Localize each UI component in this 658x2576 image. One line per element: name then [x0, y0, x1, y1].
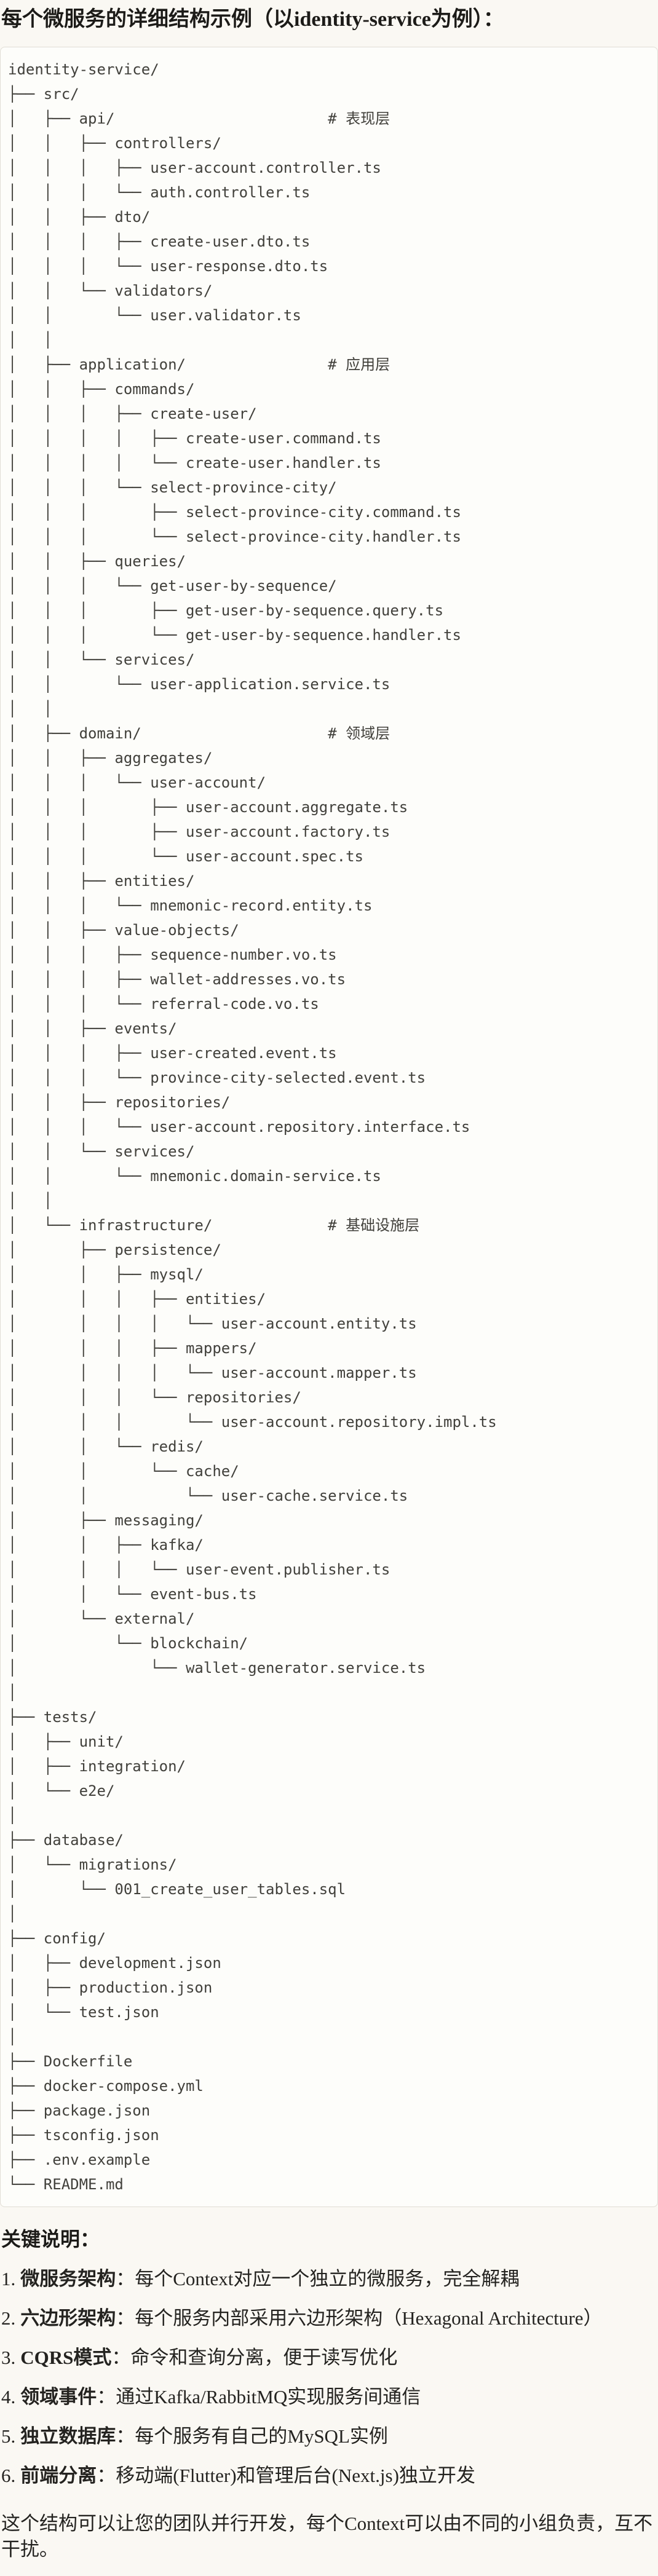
note-item-5: 5.独立数据库：每个服务有自己的MySQL实例 [1, 2424, 658, 2449]
file-tree: identity-service/ ├── src/ │ ├── api/ # … [8, 60, 497, 2193]
note-number: 2. [1, 2307, 16, 2329]
page-title: 每个微服务的详细结构示例（以identity-service为例）： [1, 8, 504, 31]
note-desc: ：命令和查询分离，便于读写优化 [111, 2346, 398, 2368]
note-term: CQRS模式 [20, 2346, 112, 2368]
note-desc: ：移动端(Flutter)和管理后台(Next.js)独立开发 [97, 2464, 475, 2486]
note-desc: ：每个服务有自己的MySQL实例 [116, 2425, 388, 2447]
note-item-1: 1.微服务架构：每个Context对应一个独立的微服务，完全解耦 [1, 2266, 658, 2292]
note-number: 5. [1, 2425, 16, 2447]
note-desc: ：每个服务内部采用六边形架构（Hexagonal Architecture） [116, 2307, 603, 2329]
note-term: 领域事件 [20, 2385, 97, 2408]
note-item-3: 3.CQRS模式：命令和查询分离，便于读写优化 [1, 2345, 658, 2371]
note-desc: ：每个Context对应一个独立的微服务，完全解耦 [116, 2267, 520, 2290]
note-term: 微服务架构 [20, 2267, 116, 2290]
closing-paragraph: 这个结构可以让您的团队并行开发，每个Context可以由不同的小组负责，互不干扰… [1, 2512, 653, 2560]
note-desc: ：通过Kafka/RabbitMQ实现服务间通信 [97, 2385, 421, 2408]
note-number: 3. [1, 2346, 16, 2368]
note-item-6: 6.前端分离：移动端(Flutter)和管理后台(Next.js)独立开发 [1, 2463, 658, 2489]
note-item-2: 2.六边形架构：每个服务内部采用六边形架构（Hexagonal Architec… [1, 2305, 658, 2331]
note-term: 六边形架构 [20, 2307, 116, 2329]
note-item-4: 4.领域事件：通过Kafka/RabbitMQ实现服务间通信 [1, 2384, 658, 2410]
note-term: 独立数据库 [20, 2425, 116, 2447]
note-number: 6. [1, 2464, 16, 2486]
note-term: 前端分离 [20, 2464, 97, 2486]
note-number: 4. [1, 2385, 16, 2408]
note-number: 1. [1, 2267, 16, 2290]
file-tree-code-block: identity-service/ ├── src/ │ ├── api/ # … [0, 46, 658, 2207]
notes-heading: 关键说明： [1, 2227, 100, 2250]
